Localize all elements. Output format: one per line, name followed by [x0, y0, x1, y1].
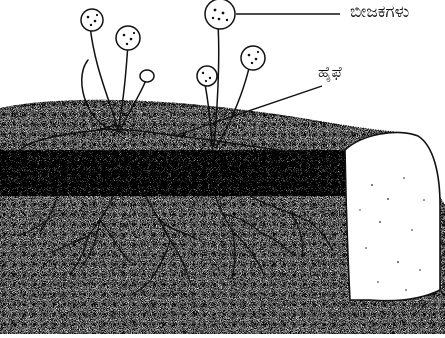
- spores-label: ಬೀಜಕಗಳು: [350, 2, 409, 22]
- hyphae-label: ಹೈಫೆ: [318, 63, 342, 81]
- sporangia: [81, 0, 265, 86]
- bread-slice-face: [345, 132, 440, 300]
